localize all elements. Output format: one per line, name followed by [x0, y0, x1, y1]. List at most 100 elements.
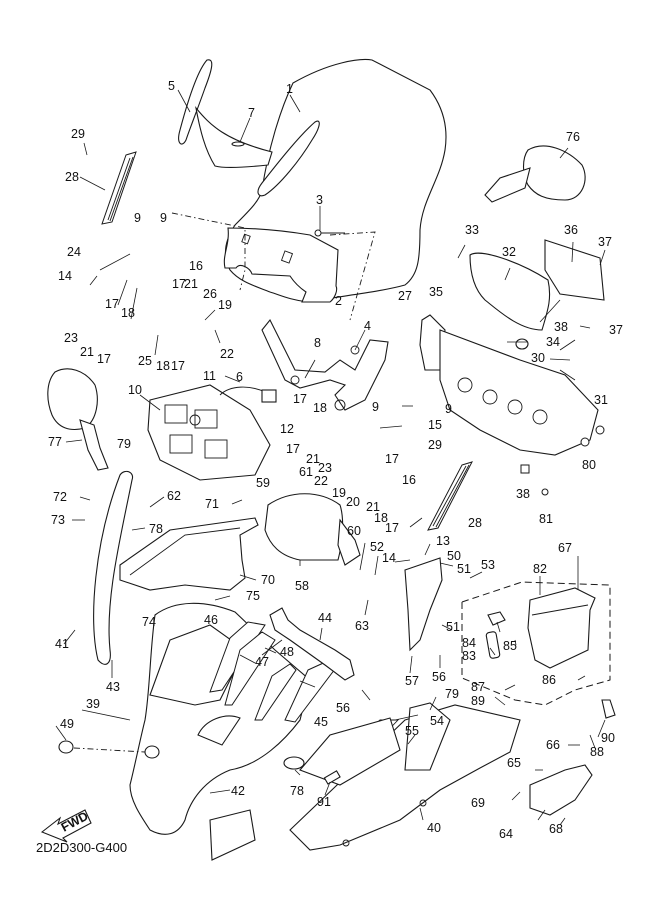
callout-21: 21: [80, 345, 94, 359]
box-82-part: [527, 587, 596, 669]
callout-60: 60: [347, 524, 361, 538]
callout-64: 64: [499, 827, 513, 841]
callout-50: 50: [447, 549, 461, 563]
callout-9: 9: [445, 402, 452, 416]
small-cover-64-part: [529, 764, 593, 816]
clip-90-part: [601, 699, 616, 719]
callout-8: 8: [314, 336, 321, 350]
callout-84: 84: [462, 636, 476, 650]
callout-30: 30: [531, 351, 545, 365]
callout-5: 5: [168, 79, 175, 93]
grommet-83-part: [485, 631, 501, 659]
callout-83: 83: [462, 649, 476, 663]
callout-85: 85: [503, 639, 517, 653]
callout-47: 47: [255, 655, 269, 669]
callout-46: 46: [204, 613, 218, 627]
callout-24: 24: [67, 245, 81, 259]
callout-14: 14: [58, 269, 72, 283]
callout-77: 77: [48, 435, 62, 449]
side-trim-part: [93, 470, 134, 665]
callout-18: 18: [121, 306, 135, 320]
callout-14: 14: [382, 551, 396, 565]
callout-75: 75: [246, 589, 260, 603]
callout-31: 31: [594, 393, 608, 407]
callout-42: 42: [231, 784, 245, 798]
callout-69: 69: [471, 796, 485, 810]
callout-67: 67: [558, 541, 572, 555]
mirror-left-part: [47, 368, 109, 471]
inner-cover-left-part: [119, 517, 259, 591]
callout-19: 19: [332, 486, 346, 500]
callout-87: 87: [471, 680, 485, 694]
callout-15: 15: [428, 418, 442, 432]
leader-lines: [55, 89, 606, 826]
lower-cowling-part: [289, 702, 521, 851]
inner-bracket-44-part: [269, 607, 355, 681]
callout-76: 76: [566, 130, 580, 144]
callout-19: 19: [218, 298, 232, 312]
callout-29: 29: [71, 127, 85, 141]
damper-strip-right: [427, 461, 473, 531]
callout-18: 18: [156, 359, 170, 373]
assembly-guide-line: [329, 231, 376, 321]
callout-6: 6: [236, 370, 243, 384]
callout-57: 57: [405, 674, 419, 688]
callout-44: 44: [318, 611, 332, 625]
callout-55: 55: [405, 724, 419, 738]
lower-panel-inner-part: [299, 717, 401, 786]
callout-53: 53: [481, 558, 495, 572]
clip-84-part: [487, 611, 506, 626]
callout-3: 3: [316, 193, 323, 207]
callout-13: 13: [436, 534, 450, 548]
callout-23: 23: [318, 461, 332, 475]
callout-26: 26: [203, 287, 217, 301]
callout-56: 56: [432, 670, 446, 684]
callout-73: 73: [51, 513, 65, 527]
callout-17: 17: [171, 359, 185, 373]
upper-bracket-assembly: [419, 239, 605, 496]
callout-22: 22: [220, 347, 234, 361]
callout-17: 17: [293, 392, 307, 406]
callout-23: 23: [64, 331, 78, 345]
callout-20: 20: [346, 495, 360, 509]
meter-assembly-part: [147, 384, 277, 481]
callout-21: 21: [184, 277, 198, 291]
callout-58: 58: [295, 579, 309, 593]
callout-9: 9: [372, 400, 379, 414]
callout-22: 22: [314, 474, 328, 488]
callout-52: 52: [370, 540, 384, 554]
callout-16: 16: [402, 473, 416, 487]
callout-17: 17: [97, 352, 111, 366]
callout-21: 21: [306, 452, 320, 466]
assembly-guide-line: [73, 747, 146, 753]
callout-79: 79: [117, 437, 131, 451]
callout-40: 40: [427, 821, 441, 835]
callout-89: 89: [471, 694, 485, 708]
callout-10: 10: [128, 383, 142, 397]
callout-36: 36: [564, 223, 578, 237]
callout-28: 28: [65, 170, 79, 184]
callout-9: 9: [134, 211, 141, 225]
callout-66: 66: [546, 738, 560, 752]
callout-35: 35: [429, 285, 443, 299]
callout-37: 37: [609, 323, 623, 337]
callout-37: 37: [598, 235, 612, 249]
bracket-50-part: [404, 557, 443, 652]
callout-59: 59: [256, 476, 270, 490]
callout-45: 45: [314, 715, 328, 729]
callout-91: 91: [317, 795, 331, 809]
callout-25: 25: [138, 354, 152, 368]
inner-panel-part: [223, 227, 339, 303]
callout-78: 78: [290, 784, 304, 798]
sub-assembly-outline: [461, 581, 611, 706]
callout-70: 70: [261, 573, 275, 587]
callout-43: 43: [106, 680, 120, 694]
callout-38: 38: [516, 487, 530, 501]
callout-2: 2: [335, 294, 342, 308]
callout-78: 78: [149, 522, 163, 536]
callout-4: 4: [364, 319, 371, 333]
callout-33: 33: [465, 223, 479, 237]
callout-18: 18: [374, 511, 388, 525]
screw-3-icon: [314, 229, 322, 237]
